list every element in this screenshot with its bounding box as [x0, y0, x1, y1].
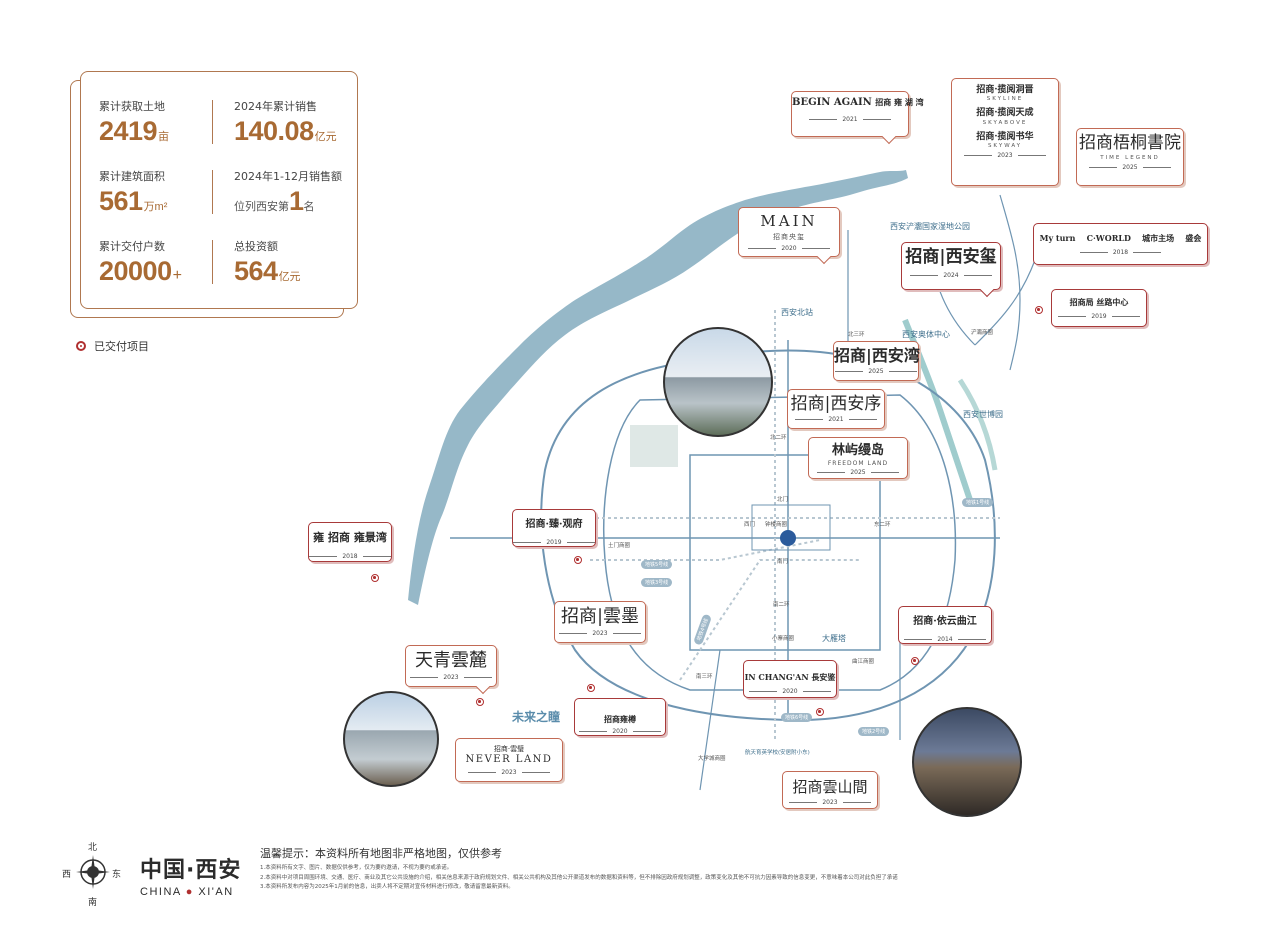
project-neverland[interactable]: 招商·雲璧 NEVER LAND 2023	[455, 738, 563, 782]
project-photo-villa	[912, 707, 1022, 817]
delivered-marker-icon	[76, 341, 86, 351]
project-xianwan[interactable]: 招商|西安湾 2025	[833, 341, 920, 381]
stat-households: 累计交付户数 20000+	[99, 240, 182, 286]
label-bell-square: 钟楼商圈	[765, 522, 788, 528]
second-ring	[689, 454, 881, 651]
project-yunshan[interactable]: 招商雲山間 2023	[782, 771, 878, 809]
project-photo-tower	[663, 327, 773, 437]
compass-icon: 北 南 西 东	[62, 843, 122, 908]
label-qujiang: 曲江商圈	[852, 659, 875, 665]
metro-3	[590, 539, 821, 561]
project-yongjing[interactable]: 雍 招商 雍景湾 2018	[308, 522, 392, 562]
metro-4	[679, 559, 860, 681]
project-jinfu[interactable]: 招商·臻·观府 2019	[512, 509, 596, 547]
project-yunmo[interactable]: 招商|雲墨 2023	[554, 601, 646, 643]
divider	[212, 100, 213, 144]
label-north-station: 西安北站	[781, 308, 813, 317]
metro-tag: 地铁1号线	[962, 498, 994, 507]
label-wetland: 西安浐灞国家湿地公园	[890, 222, 970, 231]
project-xianxu[interactable]: 招商|西安序 2021	[787, 389, 885, 429]
label-xiaozhai: 小寨商圈	[772, 636, 795, 642]
metro-tag: 地铁6号线	[781, 713, 813, 722]
project-xianxi[interactable]: 招商|西安玺 2024	[901, 242, 1001, 298]
delivered-dot[interactable]	[371, 574, 379, 582]
project-myturn[interactable]: My turn C·WORLD 城市主场 盛会 2018	[1033, 223, 1208, 265]
project-begin-again[interactable]: BEGIN AGAIN 招商 雍 湖 湾 2021	[791, 91, 924, 145]
label-chanba: 浐灞商圈	[971, 330, 994, 336]
project-photo-residence	[343, 691, 439, 787]
label-future: 未来之瞳	[512, 710, 561, 724]
road-south-3: 南三环	[696, 674, 713, 680]
road-north-3: 北三环	[848, 332, 865, 338]
disclaimer: 温馨提示：本资料所有地图非严格地图，仅供参考 1.本资料所有文字、图片、数据仅供…	[260, 847, 898, 891]
stat-sales: 2024年累计销售 140.08亿元	[234, 100, 337, 146]
stats-panel: 累计获取土地 2419亩 2024年累计销售 140.08亿元 累计建筑面积 5…	[80, 71, 358, 309]
project-silk[interactable]: 招商局 丝路中心 2019	[1051, 289, 1147, 327]
delivered-dot[interactable]	[1035, 306, 1043, 314]
road-west-gate: 西门	[744, 522, 756, 528]
road-north-gate: 北门	[777, 497, 789, 503]
stat-invest: 总投资额 564亿元	[234, 240, 301, 286]
metro-tag: 地铁5号线	[641, 560, 673, 569]
road-north-2: 北二环	[770, 435, 787, 441]
delivered-dot[interactable]	[587, 684, 595, 692]
label-expo: 西安世博园	[963, 410, 1003, 419]
label-dayan: 大雁塔	[822, 634, 846, 643]
metro-tag: 地铁2号线	[858, 727, 890, 736]
ba-river	[957, 378, 998, 471]
project-wutong[interactable]: 招商梧桐書院 TIME LEGEND 2025	[1076, 128, 1184, 186]
delivered-dot[interactable]	[574, 556, 582, 564]
project-jiayuan[interactable]: 招商雍樽 2020	[574, 698, 666, 736]
label-olympic: 西安奥体中心	[902, 330, 950, 339]
road-s	[699, 640, 901, 791]
label-tumen: 土门商圈	[608, 543, 631, 549]
project-yiyun[interactable]: 招商·依云曲江 2014	[898, 606, 992, 644]
road-east-2: 东二环	[874, 522, 891, 528]
project-skyline[interactable]: 招商·揽阅洞晋 SKYLINE 招商·揽阅天成 SKYABOVE 招商·揽阅书华…	[951, 78, 1059, 186]
label-university: 大学城商圈	[698, 756, 726, 762]
metro-tag: 地铁3号线	[641, 578, 673, 587]
compass-rose-icon	[76, 855, 110, 889]
stat-area: 累计建筑面积 561万m²	[99, 170, 168, 216]
stat-rank: 2024年1-12月销售额 位列西安第1名	[234, 170, 342, 216]
delivered-dot[interactable]	[911, 657, 919, 665]
divider	[212, 170, 213, 214]
project-freedom[interactable]: 林屿缦岛 FREEDOM LAND 2025	[808, 437, 908, 479]
bell-square-frame	[751, 504, 831, 551]
project-tianqing[interactable]: 天青雲麓 2023	[405, 645, 497, 695]
lake	[630, 425, 678, 467]
delivered-dot[interactable]	[816, 708, 824, 716]
wei-river	[408, 170, 908, 605]
project-main[interactable]: MAIN 招商央玺 2020	[738, 207, 840, 265]
stat-land: 累计获取土地 2419亩	[99, 100, 170, 146]
road-south-2: 南二环	[773, 602, 790, 608]
delivered-dot[interactable]	[476, 698, 484, 706]
road-e	[999, 194, 1021, 371]
city-logo: 中国·西安 CHINA ● XI'AN	[140, 858, 242, 898]
legend: 已交付项目	[76, 338, 149, 354]
label-school: 航天育英学校(安居附小东)	[745, 750, 810, 756]
project-changan[interactable]: IN CHANG'AN 長安鉴 2020	[743, 660, 837, 698]
road-south-gate: 南门	[777, 559, 789, 565]
divider	[212, 240, 213, 284]
bell-tower-icon	[780, 530, 796, 546]
